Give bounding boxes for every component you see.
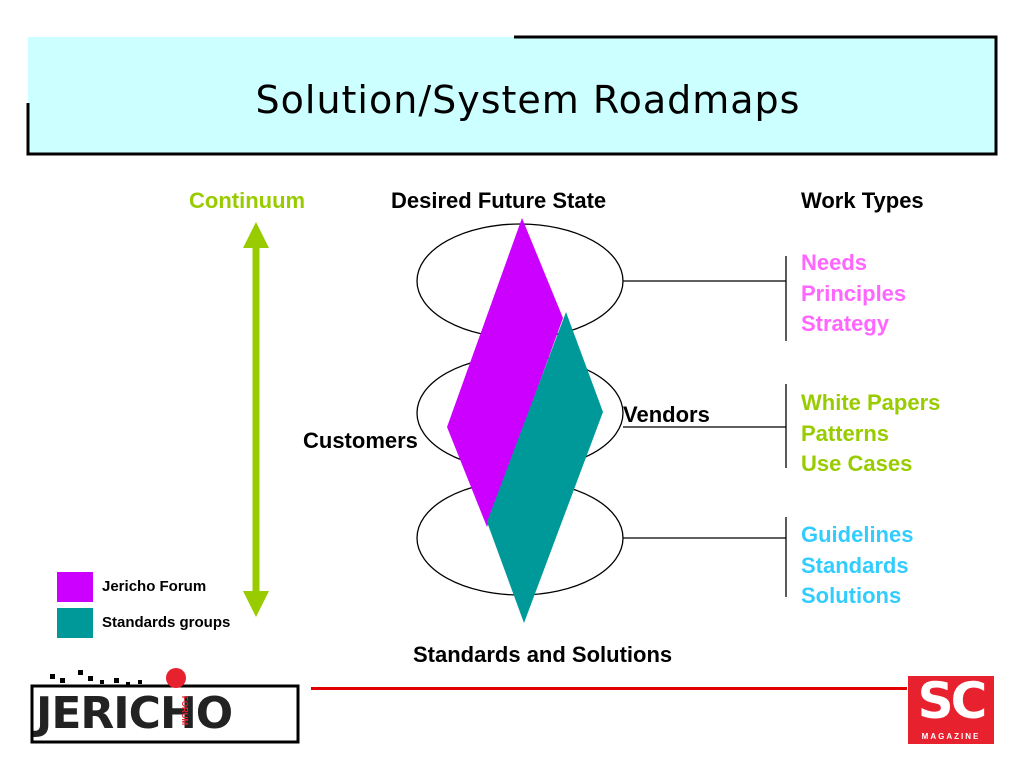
work-group-whitepapers: White Papers Patterns Use Cases [801,388,940,480]
work-type-item: Standards [801,552,909,578]
work-group-guidelines: Guidelines Standards Solutions [801,520,913,612]
legend-swatch-standards [57,608,93,638]
sc-logo-sub: MAGAZINE [921,732,981,741]
work-types-label: Work Types [801,188,924,213]
page-title: Solution/System Roadmaps [255,78,801,122]
jericho-logo-text: JERICHO [36,688,233,739]
work-type-item: Principles [801,280,907,306]
legend-label-jericho: Jericho Forum [102,578,207,595]
continuum-label: Continuum [189,188,306,213]
work-group-needs: Needs Principles Strategy [801,248,906,340]
title-box [28,37,996,154]
work-type-item: Solutions [801,583,902,608]
jericho-logo-graphic [30,668,300,744]
work-type-item: Strategy [801,311,890,336]
standards-solutions-label: Standards and Solutions [413,642,673,667]
desired-future-state-label: Desired Future State [391,188,607,213]
footer-divider [311,687,907,690]
work-type-item: Use Cases [801,451,913,476]
work-type-item: White Papers [801,390,941,415]
legend-label-standards: Standards groups [102,614,231,631]
jericho-logo-sub: FORUM [180,695,190,726]
legend-swatch-jericho [57,572,93,602]
vendors-label: Vendors [623,402,710,427]
work-type-item: Guidelines [801,522,914,547]
sc-magazine-logo: SC MAGAZINE [908,672,994,744]
work-type-item: Needs [801,250,868,275]
customers-label: Customers [303,428,418,453]
jericho-forum-logo: JERICHO FORUM [30,660,300,744]
jericho-forum-diamond [447,218,563,527]
sc-logo-text: SC [917,672,988,730]
standards-groups-diamond [487,312,603,623]
continuum-arrow [243,222,269,617]
work-type-item: Patterns [801,420,890,446]
